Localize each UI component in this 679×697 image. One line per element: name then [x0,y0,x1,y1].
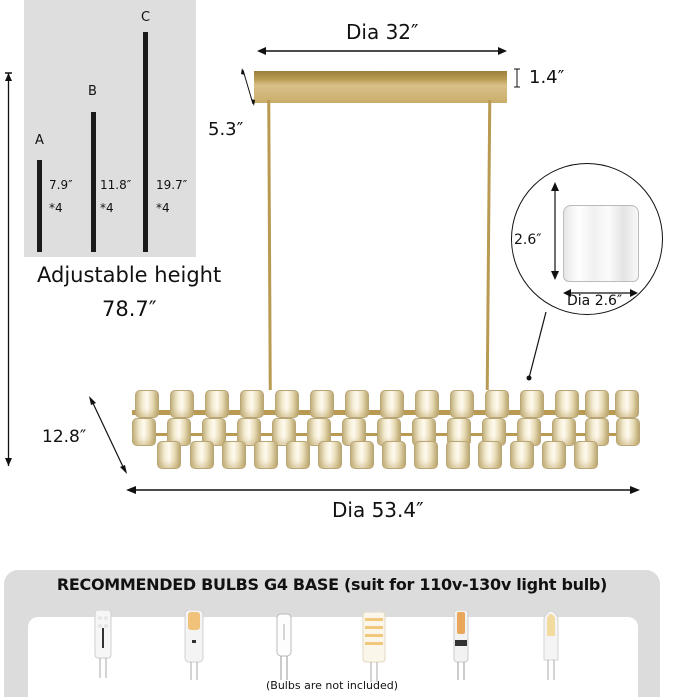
body-height-arrow [86,396,130,474]
halogen-bulb-icon [275,610,293,682]
canopy-width-label: Dia 32″ [346,20,419,44]
rod-b [91,112,96,252]
cob-led-bulb-icon [183,609,205,682]
shade-diameter-label: Dia 2.6″ [567,293,623,309]
extension-rods-panel [24,0,196,257]
canopy-height-label: 1.4″ [529,67,565,88]
adjustable-height-label: Adjustable height [37,263,222,287]
rod-a-letter: A [35,133,44,148]
canopy-width-arrow [257,43,507,55]
rod-a-length: 7.9″ [49,178,73,192]
rod-c-length: 19.7″ [156,178,188,192]
shade-diameter-arrow [563,284,638,297]
rod-b-length: 11.8″ [100,178,132,192]
body-diameter-arrow [126,482,640,494]
rod-c [143,32,148,252]
rod-b-letter: B [88,84,97,99]
shade-detail-pointer [524,311,550,382]
silicone-led-bulb-icon [541,608,561,682]
corn-led-bulb-icon [362,611,386,684]
canopy-height-arrow [513,68,521,88]
cob-filament-bulb-icon [452,609,470,682]
rod-c-letter: C [141,10,151,25]
chandelier-body [130,388,640,470]
bulbs-not-included-note: (Bulbs are not included) [266,679,398,692]
rod-b-qty: *4 [100,201,114,215]
shade-height-arrow [551,182,559,280]
overall-height-arrow [4,72,13,468]
led-smd-bulb-icon [93,609,113,680]
recommended-bulbs-title: RECOMMENDED BULBS G4 BASE (suit for 110v… [56,575,608,594]
rod-a [37,160,42,252]
ceiling-canopy [254,71,507,103]
suspension-rod-left [267,99,272,391]
adjustable-height-value: 78.7″ [102,297,157,321]
shade-height-label: 2.6″ [514,232,542,248]
canopy-depth-label: 5.3″ [208,119,244,140]
body-diameter-label: Dia 53.4″ [332,498,424,522]
bulbs-gallery [28,617,638,697]
shade-detail-circle [511,163,663,315]
body-height-label: 12.8″ [42,427,87,447]
crystal-shade-image [563,205,639,282]
rod-c-qty: *4 [156,201,170,215]
rod-a-qty: *4 [49,201,63,215]
suspension-rod-right [485,99,492,391]
canopy-depth-arrow [240,68,256,106]
